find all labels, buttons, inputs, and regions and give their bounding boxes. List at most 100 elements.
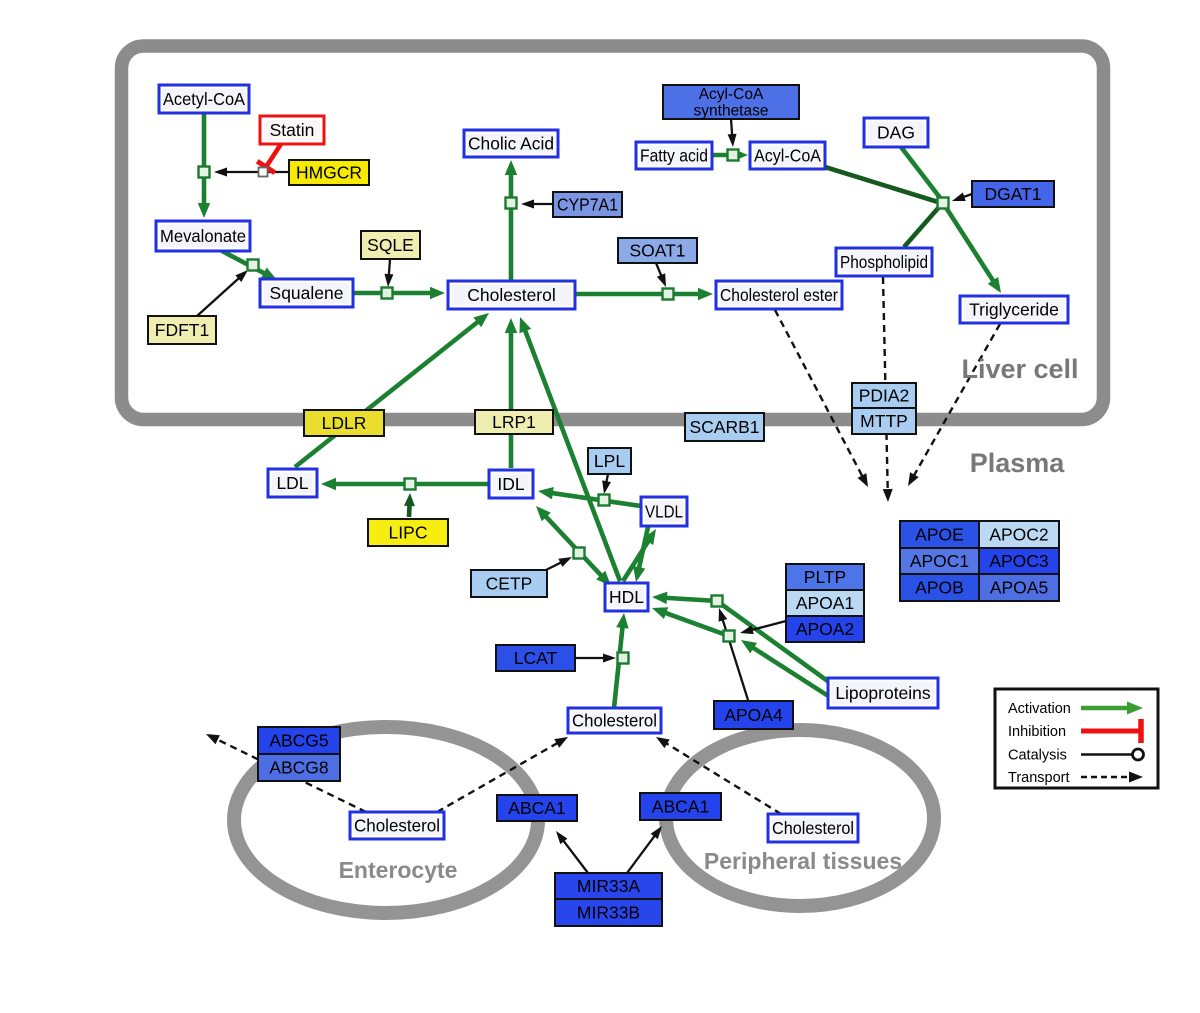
lrp1-box[interactable]: [474, 409, 554, 435]
cholesterol-peripheral-box[interactable]: [766, 812, 860, 844]
node-hmgcr[interactable]: HMGCR: [288, 159, 370, 186]
node-dgat1[interactable]: DGAT1: [971, 180, 1055, 208]
node-mir33b[interactable]: MIR33B: [554, 898, 663, 927]
node-apoc1[interactable]: APOC1: [899, 547, 980, 575]
node-dag[interactable]: DAG: [862, 116, 930, 149]
cyp7a1-box[interactable]: [552, 191, 623, 218]
mir33a-box[interactable]: [554, 872, 663, 900]
abcg8-box[interactable]: [257, 753, 341, 782]
cholesterol-liver-box[interactable]: [446, 279, 577, 311]
vldl-box[interactable]: [639, 495, 689, 528]
node-apoe[interactable]: APOE: [899, 520, 980, 549]
cetp-box[interactable]: [470, 569, 548, 598]
cholesterol-enterocyte-box[interactable]: [348, 810, 446, 841]
node-abcg5[interactable]: ABCG5: [257, 726, 341, 755]
mir33b-box[interactable]: [554, 898, 663, 927]
node-apoa1[interactable]: APOA1: [785, 589, 865, 617]
statin-box[interactable]: [258, 114, 326, 146]
node-mevalonate[interactable]: Mevalonate: [154, 219, 252, 253]
lipc-box[interactable]: [367, 518, 449, 547]
node-abca1-right[interactable]: ABCA1: [639, 792, 722, 821]
node-cetp[interactable]: CETP: [470, 569, 548, 598]
node-cholesterol-enterocyte[interactable]: Cholesterol: [348, 810, 446, 841]
node-cholesterol-plasma[interactable]: Cholesterol: [566, 706, 663, 735]
soat1-box[interactable]: [617, 237, 698, 264]
node-fatty-acid[interactable]: Fatty acid: [634, 140, 714, 171]
apoa4-box[interactable]: [713, 700, 794, 730]
node-cyp7a1[interactable]: CYP7A1: [552, 191, 623, 218]
node-pdia2[interactable]: PDIA2: [851, 382, 917, 409]
node-acyl-coa[interactable]: Acyl-CoA: [748, 140, 827, 171]
node-sqle[interactable]: SQLE: [360, 230, 421, 260]
node-pltp[interactable]: PLTP: [785, 563, 865, 591]
node-vldl[interactable]: VLDL: [639, 495, 689, 528]
lipoproteins-box[interactable]: [826, 676, 940, 710]
hmgcr-box[interactable]: [288, 159, 370, 186]
cholesterol-ester-box[interactable]: [714, 279, 844, 311]
node-ldlr[interactable]: LDLR: [303, 409, 385, 437]
node-cholesterol-ester[interactable]: Cholesterol ester: [714, 279, 844, 311]
idl-box[interactable]: [487, 468, 535, 500]
apoa1-box[interactable]: [785, 589, 865, 617]
node-cholic-acid[interactable]: Cholic Acid: [462, 128, 560, 159]
dgat1-box[interactable]: [971, 180, 1055, 208]
node-lipc[interactable]: LIPC: [367, 518, 449, 547]
pltp-box[interactable]: [785, 563, 865, 591]
node-cholesterol-peripheral[interactable]: Cholesterol: [766, 812, 860, 844]
node-apoc2[interactable]: APOC2: [978, 520, 1060, 549]
node-abca1-left[interactable]: ABCA1: [496, 794, 578, 822]
node-idl[interactable]: IDL: [487, 468, 535, 500]
cholic-acid-box[interactable]: [462, 128, 560, 159]
dag-box[interactable]: [862, 116, 930, 149]
fatty-acid-box[interactable]: [634, 140, 714, 171]
node-apoa4[interactable]: APOA4: [713, 700, 794, 730]
apoc2-box[interactable]: [978, 520, 1060, 549]
node-acetyl-coa[interactable]: Acetyl-CoA: [157, 83, 251, 115]
node-phospholipid[interactable]: Phospholipid: [834, 246, 934, 278]
node-apoa5[interactable]: APOA5: [978, 573, 1060, 602]
acyl-coa-synthetase-box[interactable]: [662, 84, 800, 120]
node-squalene[interactable]: Squalene: [258, 277, 355, 309]
squalene-box[interactable]: [258, 277, 355, 309]
lpl-box[interactable]: [587, 447, 632, 475]
node-mttp[interactable]: MTTP: [851, 407, 917, 435]
node-cholesterol-liver[interactable]: Cholesterol: [446, 279, 577, 311]
node-abcg8[interactable]: ABCG8: [257, 753, 341, 782]
apoa5-box[interactable]: [978, 573, 1060, 602]
ldl-box[interactable]: [266, 467, 319, 499]
hdl-box[interactable]: [603, 581, 650, 613]
sqle-box[interactable]: [360, 230, 421, 260]
node-soat1[interactable]: SOAT1: [617, 237, 698, 264]
node-mir33a[interactable]: MIR33A: [554, 872, 663, 900]
node-apob[interactable]: APOB: [899, 573, 980, 602]
node-lpl[interactable]: LPL: [587, 447, 632, 475]
node-lcat[interactable]: LCAT: [495, 644, 576, 672]
apoa2-box[interactable]: [785, 615, 865, 643]
mttp-box[interactable]: [851, 407, 917, 435]
acyl-coa-box[interactable]: [748, 140, 827, 171]
acetyl-coa-box[interactable]: [157, 83, 251, 115]
ldlr-box[interactable]: [303, 409, 385, 437]
abca1-right-box[interactable]: [639, 792, 722, 821]
node-lipoproteins[interactable]: Lipoproteins: [826, 676, 940, 710]
node-lrp1[interactable]: LRP1: [474, 409, 554, 435]
abca1-left-box[interactable]: [496, 794, 578, 822]
lcat-box[interactable]: [495, 644, 576, 672]
node-statin[interactable]: Statin: [258, 114, 326, 146]
mevalonate-box[interactable]: [154, 219, 252, 253]
node-apoa2[interactable]: APOA2: [785, 615, 865, 643]
node-fdft1[interactable]: FDFT1: [147, 315, 217, 345]
node-apoc3[interactable]: APOC3: [978, 547, 1060, 575]
cholesterol-plasma-box[interactable]: [566, 706, 663, 735]
node-hdl[interactable]: HDL: [603, 581, 650, 613]
abcg5-box[interactable]: [257, 726, 341, 755]
node-ldl[interactable]: LDL: [266, 467, 319, 499]
hdl-label: HDL: [609, 587, 644, 607]
triglyceride-box[interactable]: [958, 294, 1070, 325]
node-triglyceride[interactable]: Triglyceride: [958, 294, 1070, 325]
scarb1-box[interactable]: [684, 412, 765, 442]
phospholipid-box[interactable]: [834, 246, 934, 278]
fdft1-box[interactable]: [147, 315, 217, 345]
node-scarb1[interactable]: SCARB1: [684, 412, 765, 442]
